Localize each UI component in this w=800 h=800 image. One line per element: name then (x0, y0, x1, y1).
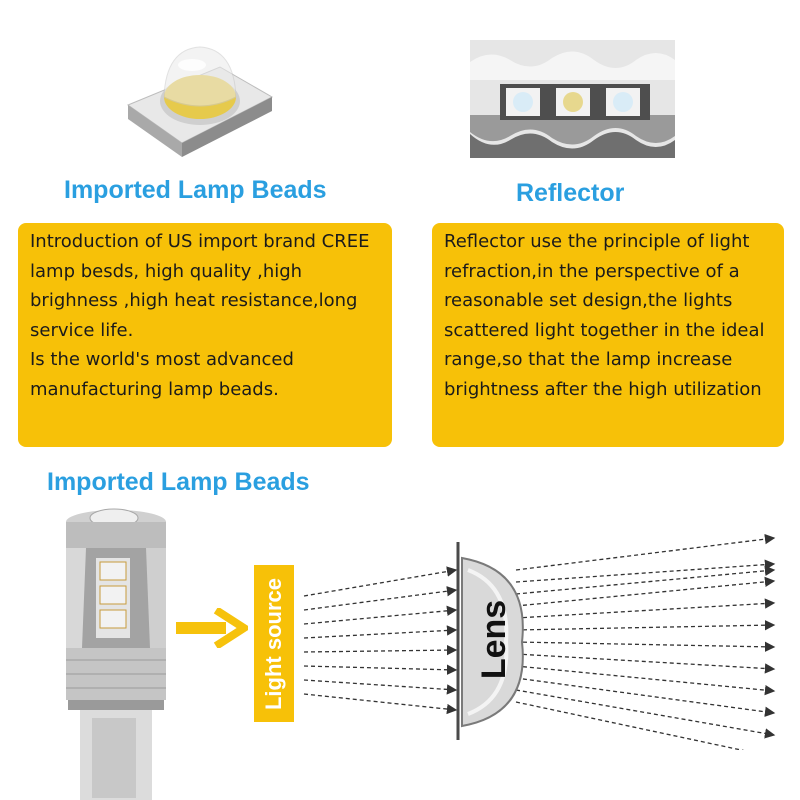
incoming-light-ray (303, 644, 458, 656)
reflector-card: Reflector use the principle of light ref… (432, 223, 784, 447)
outgoing-light-ray (515, 598, 776, 619)
incoming-light-ray (303, 566, 458, 597)
incoming-light-ray (303, 586, 458, 611)
lamp-beads-card: Introduction of US import brand CREE lam… (18, 223, 392, 447)
outgoing-light-ray (515, 565, 776, 595)
arrow-right-icon (176, 608, 248, 648)
outgoing-light-ray (515, 677, 776, 717)
lamp-beads-text-1: Introduction of US import brand CREE lam… (30, 231, 370, 341)
incoming-light-ray (303, 664, 458, 675)
outgoing-light-ray (515, 701, 745, 750)
outgoing-light-ray (515, 576, 776, 607)
outgoing-light-ray (515, 641, 776, 653)
outgoing-light-ray (515, 533, 776, 571)
incoming-light-ray (303, 679, 458, 695)
incoming-light-ray (303, 693, 458, 715)
bottom-heading: Imported Lamp Beads (47, 468, 310, 496)
outgoing-light-ray (515, 653, 776, 674)
incoming-light-ray (303, 625, 458, 639)
reflector-text: Reflector use the principle of light ref… (444, 231, 765, 400)
outgoing-light-ray (515, 619, 776, 631)
light-source-label: Light source (261, 577, 286, 710)
incoming-light-ray (303, 605, 458, 625)
reflector-image (470, 40, 675, 158)
led-bulb-image (66, 508, 166, 800)
left-heading: Imported Lamp Beads (64, 176, 327, 204)
lens-label: Lens (475, 599, 514, 680)
lens-diagram (303, 533, 776, 750)
led-chip-image (126, 46, 274, 157)
outgoing-light-ray (515, 665, 776, 696)
outgoing-light-ray (515, 689, 776, 739)
light-source-box: Light source (254, 565, 294, 722)
lamp-beads-text-2: Is the world's most advanced manufacturi… (30, 349, 294, 400)
outgoing-light-ray (515, 559, 776, 583)
right-heading: Reflector (516, 179, 625, 207)
